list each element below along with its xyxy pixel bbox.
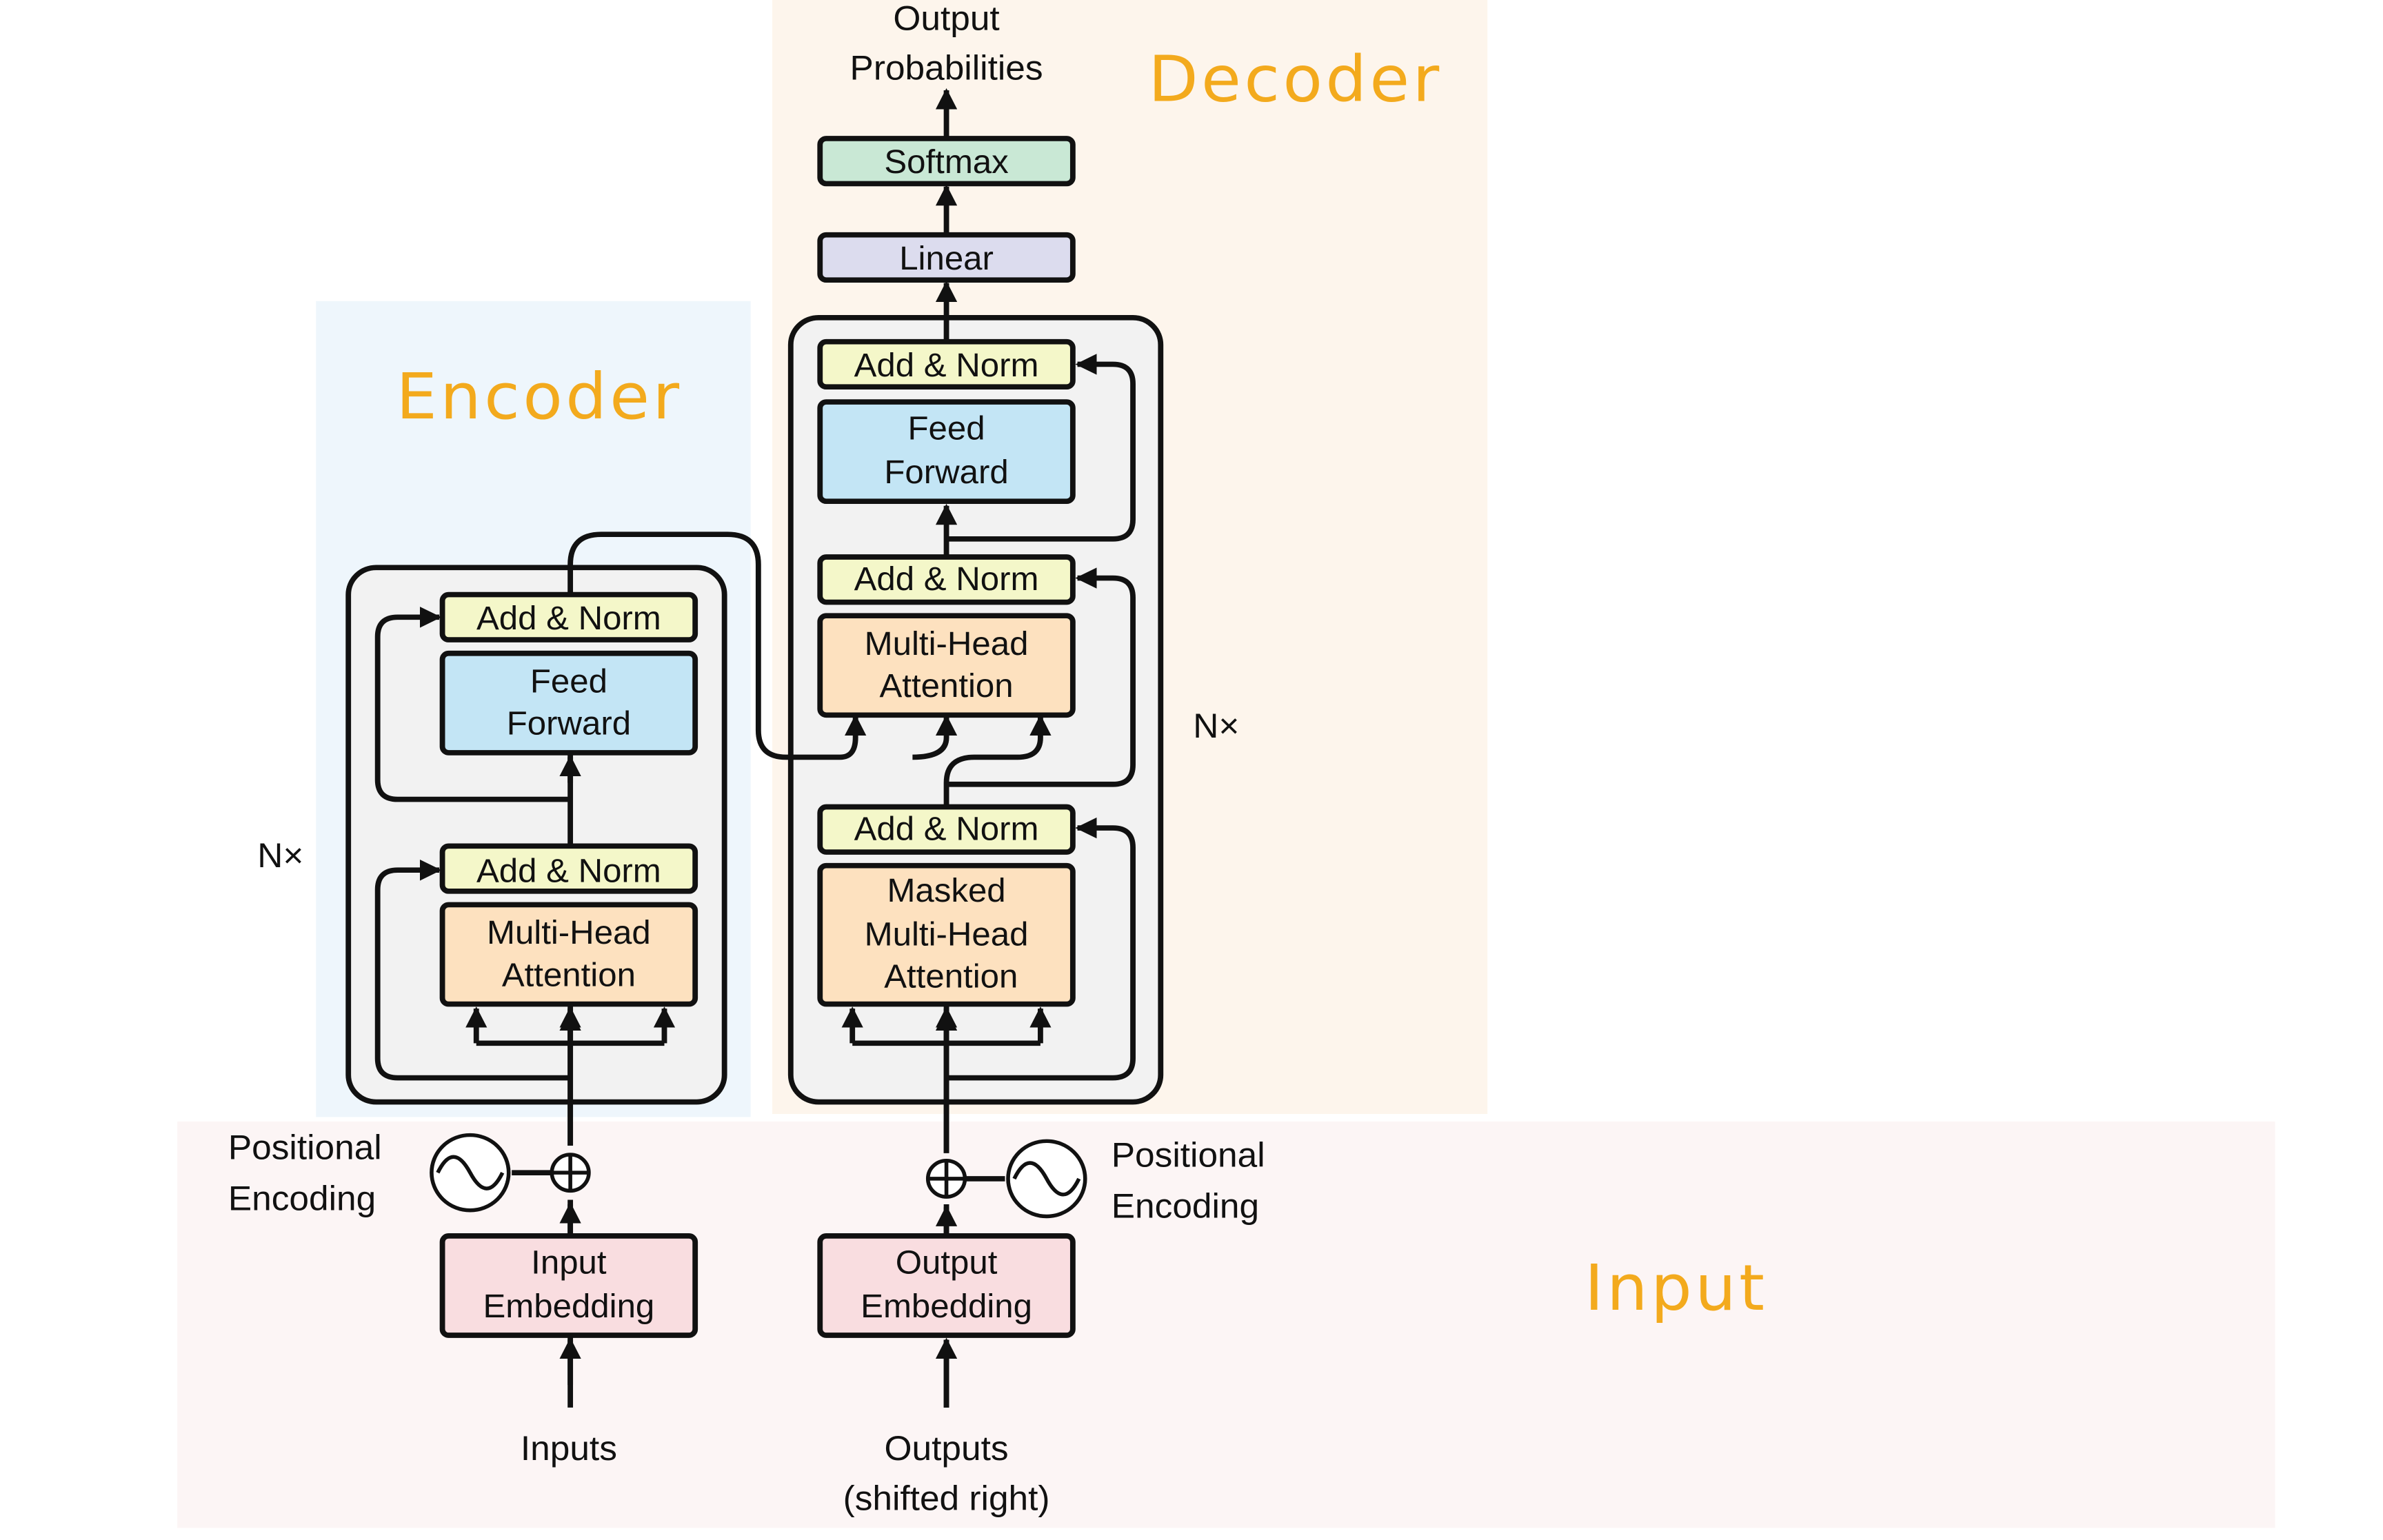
decoder-softmax: Softmax [817,136,1076,187]
decoder-attention-line2: Attention [880,668,1014,705]
decoder-add-norm-bottom-label: Add & Norm [854,811,1039,847]
encoder-add-norm-top-label: Add & Norm [476,600,661,636]
pos-enc-left-line1: Positional [228,1128,382,1166]
encoder-repeat-label: N× [257,835,303,874]
sine-wave-icon [430,1133,511,1213]
encoder-add-icon [550,1153,591,1193]
input-embedding: Input Embedding [439,1233,698,1338]
encoder-multi-head-attention: Multi-Head Attention [439,902,698,1007]
masked-attention-line1: Masked [887,873,1005,909]
encoder-stack [345,565,727,1105]
decoder-linear: Linear [817,232,1076,283]
linear-label: Linear [899,240,994,276]
output-probabilities-line2: Probabilities [850,48,1043,87]
sine-wave-icon [1006,1139,1087,1219]
decoder-repeat-label: N× [1193,707,1239,745]
outputs-label-line1: Outputs [885,1429,1009,1468]
decoder-multi-head-attention: Multi-Head Attention [817,613,1076,718]
pos-enc-right-line1: Positional [1112,1135,1265,1174]
encoder-add-norm-bottom: Add & Norm [439,843,698,894]
output-embedding-line2: Embedding [861,1288,1032,1324]
input-embedding-line1: Input [531,1244,607,1281]
output-embedding-line1: Output [896,1244,998,1281]
softmax-label: Softmax [884,144,1008,181]
encoder-title: Encoder [396,360,683,434]
input-title: Input [1585,1251,1767,1325]
decoder-add-norm-top-label: Add & Norm [854,347,1039,383]
decoder-add-norm-bottom: Add & Norm [817,804,1076,855]
decoder-feed-forward-line1: Feed [908,410,985,447]
masked-attention-line3: Attention [884,958,1018,995]
encoder-add-norm-top: Add & Norm [439,591,698,642]
encoder-add-norm-bottom-label: Add & Norm [476,853,661,889]
output-probabilities-line1: Output [893,0,999,38]
decoder-add-norm-mid-label: Add & Norm [854,561,1039,598]
decoder-add-norm-top: Add & Norm [817,338,1076,390]
decoder-add-icon [925,1158,967,1199]
input-embedding-line2: Embedding [483,1288,654,1324]
decoder-title: Decoder [1148,42,1442,116]
outputs-label-line2: (shifted right) [843,1479,1050,1517]
decoder-feed-forward: Feed Forward [817,399,1076,505]
masked-attention-line2: Multi-Head [865,916,1029,953]
decoder-add-norm-mid: Add & Norm [817,554,1076,605]
encoder-feed-forward-line1: Feed [530,663,607,700]
pos-enc-left-line2: Encoding [228,1179,376,1217]
encoder-attention-line2: Attention [502,957,636,993]
decoder-attention-line1: Multi-Head [865,625,1029,662]
encoder-attention-line1: Multi-Head [487,915,651,951]
inputs-label: Inputs [521,1429,617,1468]
encoder-feed-forward: Feed Forward [439,650,698,756]
decoder-masked-multi-head-attention: Masked Multi-Head Attention [817,862,1076,1007]
encoder-feed-forward-line2: Forward [507,705,631,742]
decoder-output-probabilities: Output Probabilities [850,0,1043,88]
decoder-feed-forward-line2: Forward [884,454,1008,490]
output-embedding: Output Embedding [817,1233,1076,1338]
connectors [374,88,1136,1408]
pos-enc-right-line2: Encoding [1112,1186,1259,1225]
